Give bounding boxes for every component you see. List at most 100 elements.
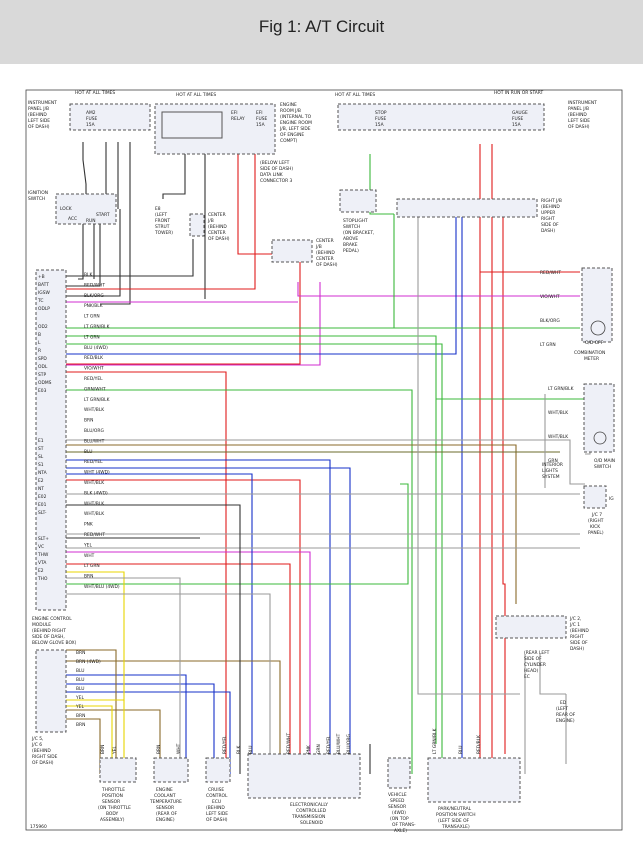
jc5-wire-label: BLU — [76, 668, 84, 674]
label-line: BELOW GLOVE BOX) — [32, 640, 77, 646]
jc5-jc6 — [35, 649, 67, 733]
ecm-pin-nt: NT — [38, 486, 44, 492]
ign-run: RUN — [86, 218, 96, 224]
label-line: 15A — [256, 122, 265, 128]
stop-fuse-label: STOP — [375, 110, 387, 116]
label-line: (BEHIND — [208, 224, 227, 230]
bottom-wire-label: RED/YEL — [326, 735, 332, 754]
bottom-wire-label: BRN — [100, 745, 106, 754]
ecm-wire-label: BRN — [84, 418, 93, 424]
bottom-wire-label: BLU — [458, 746, 464, 754]
bottom-wire-label: RED/YEL — [222, 735, 228, 754]
figure-header: Fig 1: A/T Circuit — [0, 0, 643, 64]
jc7 — [583, 485, 607, 509]
ecm-pin-thw: THW — [37, 552, 49, 558]
ecm-pin-spd: SPD — [38, 356, 47, 362]
ecm-pin-slt-: SLT- — [38, 510, 47, 516]
ecm-pin-b: B — [38, 332, 41, 338]
ig-label: IG — [609, 496, 614, 502]
meter-wire-label: BLK/ORG — [540, 318, 560, 324]
efi-fuse-label: EFI — [256, 110, 263, 116]
label-line: RELAY — [231, 116, 245, 122]
label-line: SIDE OF — [524, 656, 542, 662]
ecm-pin-tho: THO — [37, 576, 48, 582]
od-off-lamp-icon — [590, 320, 606, 336]
bottom-wire-label: BLU/ORG — [346, 734, 352, 754]
bottom-wire-label: PNK — [306, 745, 312, 754]
label-line: SWITCH — [343, 224, 360, 230]
label-line: 15A — [86, 122, 95, 128]
ecm-wire-label: BLU (4WD) — [84, 345, 108, 351]
label-line: FUSE — [86, 116, 98, 122]
label-line: SWITCH — [594, 464, 611, 470]
hot-in-run: HOT IN RUN OR START — [494, 90, 544, 96]
label-line: J/B — [207, 218, 214, 224]
label-line: POSITION SWITCH — [436, 812, 476, 818]
ecm-pin-l: L — [38, 340, 41, 346]
label-line: J/B — [315, 244, 322, 250]
label-line: EC — [524, 674, 530, 680]
label-line: BODY — [106, 811, 119, 817]
label-line: (ON TOP — [390, 816, 409, 822]
ecm-wire-label: RED/WHT — [84, 282, 105, 288]
ignition-switch-label: IGNITION — [28, 190, 48, 196]
ecm-pin-odms: ODMS — [38, 380, 52, 386]
label-line: ASSEMBLY) — [100, 817, 125, 823]
label-line: (BEHIND — [541, 204, 560, 210]
label-line: PANEL) — [588, 530, 604, 536]
label-line: ENGINE ROOM — [280, 120, 312, 126]
ecm-wire-label: BLK (4WD) — [84, 490, 108, 496]
label-line: RIGHT SIDE — [32, 754, 58, 760]
bottom-wire-label: BLK — [236, 746, 242, 754]
bottom-wire-label: BLU — [248, 746, 254, 754]
label-line: (BEHIND RIGHT — [32, 628, 66, 634]
ecm-wire-label: LT GRN/BLK — [84, 397, 110, 403]
jc2-label: J/C 2, — [569, 616, 581, 622]
label-line: CENTER — [208, 230, 226, 236]
label-line: UPPER — [541, 210, 555, 216]
label-line: OF DASH) — [206, 817, 228, 823]
label-line: (INTERNAL TO — [280, 114, 312, 120]
jc5-wire-label: BRN — [76, 650, 85, 656]
bottom-wire-label: WHT — [176, 743, 182, 754]
meter-wire-label: VIO/WHT — [540, 294, 560, 300]
ecm-pin-sl: SL — [38, 454, 44, 460]
jc2-jc1 — [495, 615, 567, 639]
ed-label: ED — [560, 700, 567, 706]
ecm-pin-e1: E1 — [38, 438, 44, 444]
combination-meter-label: COMBINATION — [574, 350, 605, 356]
label-line: FRONT — [155, 218, 170, 224]
wire-layer — [66, 142, 591, 774]
label-line: SENSOR — [156, 805, 174, 811]
cruise-control-ecu — [205, 757, 231, 783]
ecm-pin-batt: BATT — [38, 282, 49, 288]
ecm-wire-label: WHT/BLK — [84, 480, 104, 486]
label-line: SIDE OF DASH, — [32, 634, 65, 640]
ecm-pin-st: ST — [38, 446, 44, 452]
efi-relay-label: EFI — [231, 110, 238, 116]
label-line: COMPT) — [280, 138, 298, 144]
ecm-wire-label: RED/WHT — [84, 532, 105, 538]
interior-lights-label: INTERIOR — [542, 462, 563, 468]
label-line: OF TRANS- — [392, 822, 416, 828]
ecm-pin-od2: OD2 — [38, 324, 48, 330]
label-line: OF DASH) — [208, 236, 230, 242]
transmission-solenoid — [247, 753, 361, 799]
bottom-wire-label: LT GRN/BLK — [432, 728, 438, 754]
label-line: SENSOR — [102, 799, 120, 805]
stoplight-switch — [339, 189, 377, 213]
label-line: DASH) — [570, 646, 584, 652]
label-line: BRAKE — [343, 242, 358, 248]
bottom-wire-label: RED/WHT — [286, 733, 292, 754]
label-line: ROOM J/B — [280, 108, 301, 114]
ecm-wire-label: BRN — [84, 574, 93, 580]
label-line: CONNECTOR 3 — [260, 178, 293, 184]
engine-room-jb-label: ENGINE — [280, 102, 297, 108]
ecm-wire-label: PNK — [84, 522, 93, 528]
ecm-pin-tc: TC — [37, 298, 44, 304]
jc5-wire-label: BRN — [76, 713, 85, 719]
label-line: LEFT SIDE — [206, 811, 228, 817]
bottom-wire-label: YEL — [112, 746, 118, 755]
bottom-wire-label: RED/BLK — [476, 735, 482, 754]
